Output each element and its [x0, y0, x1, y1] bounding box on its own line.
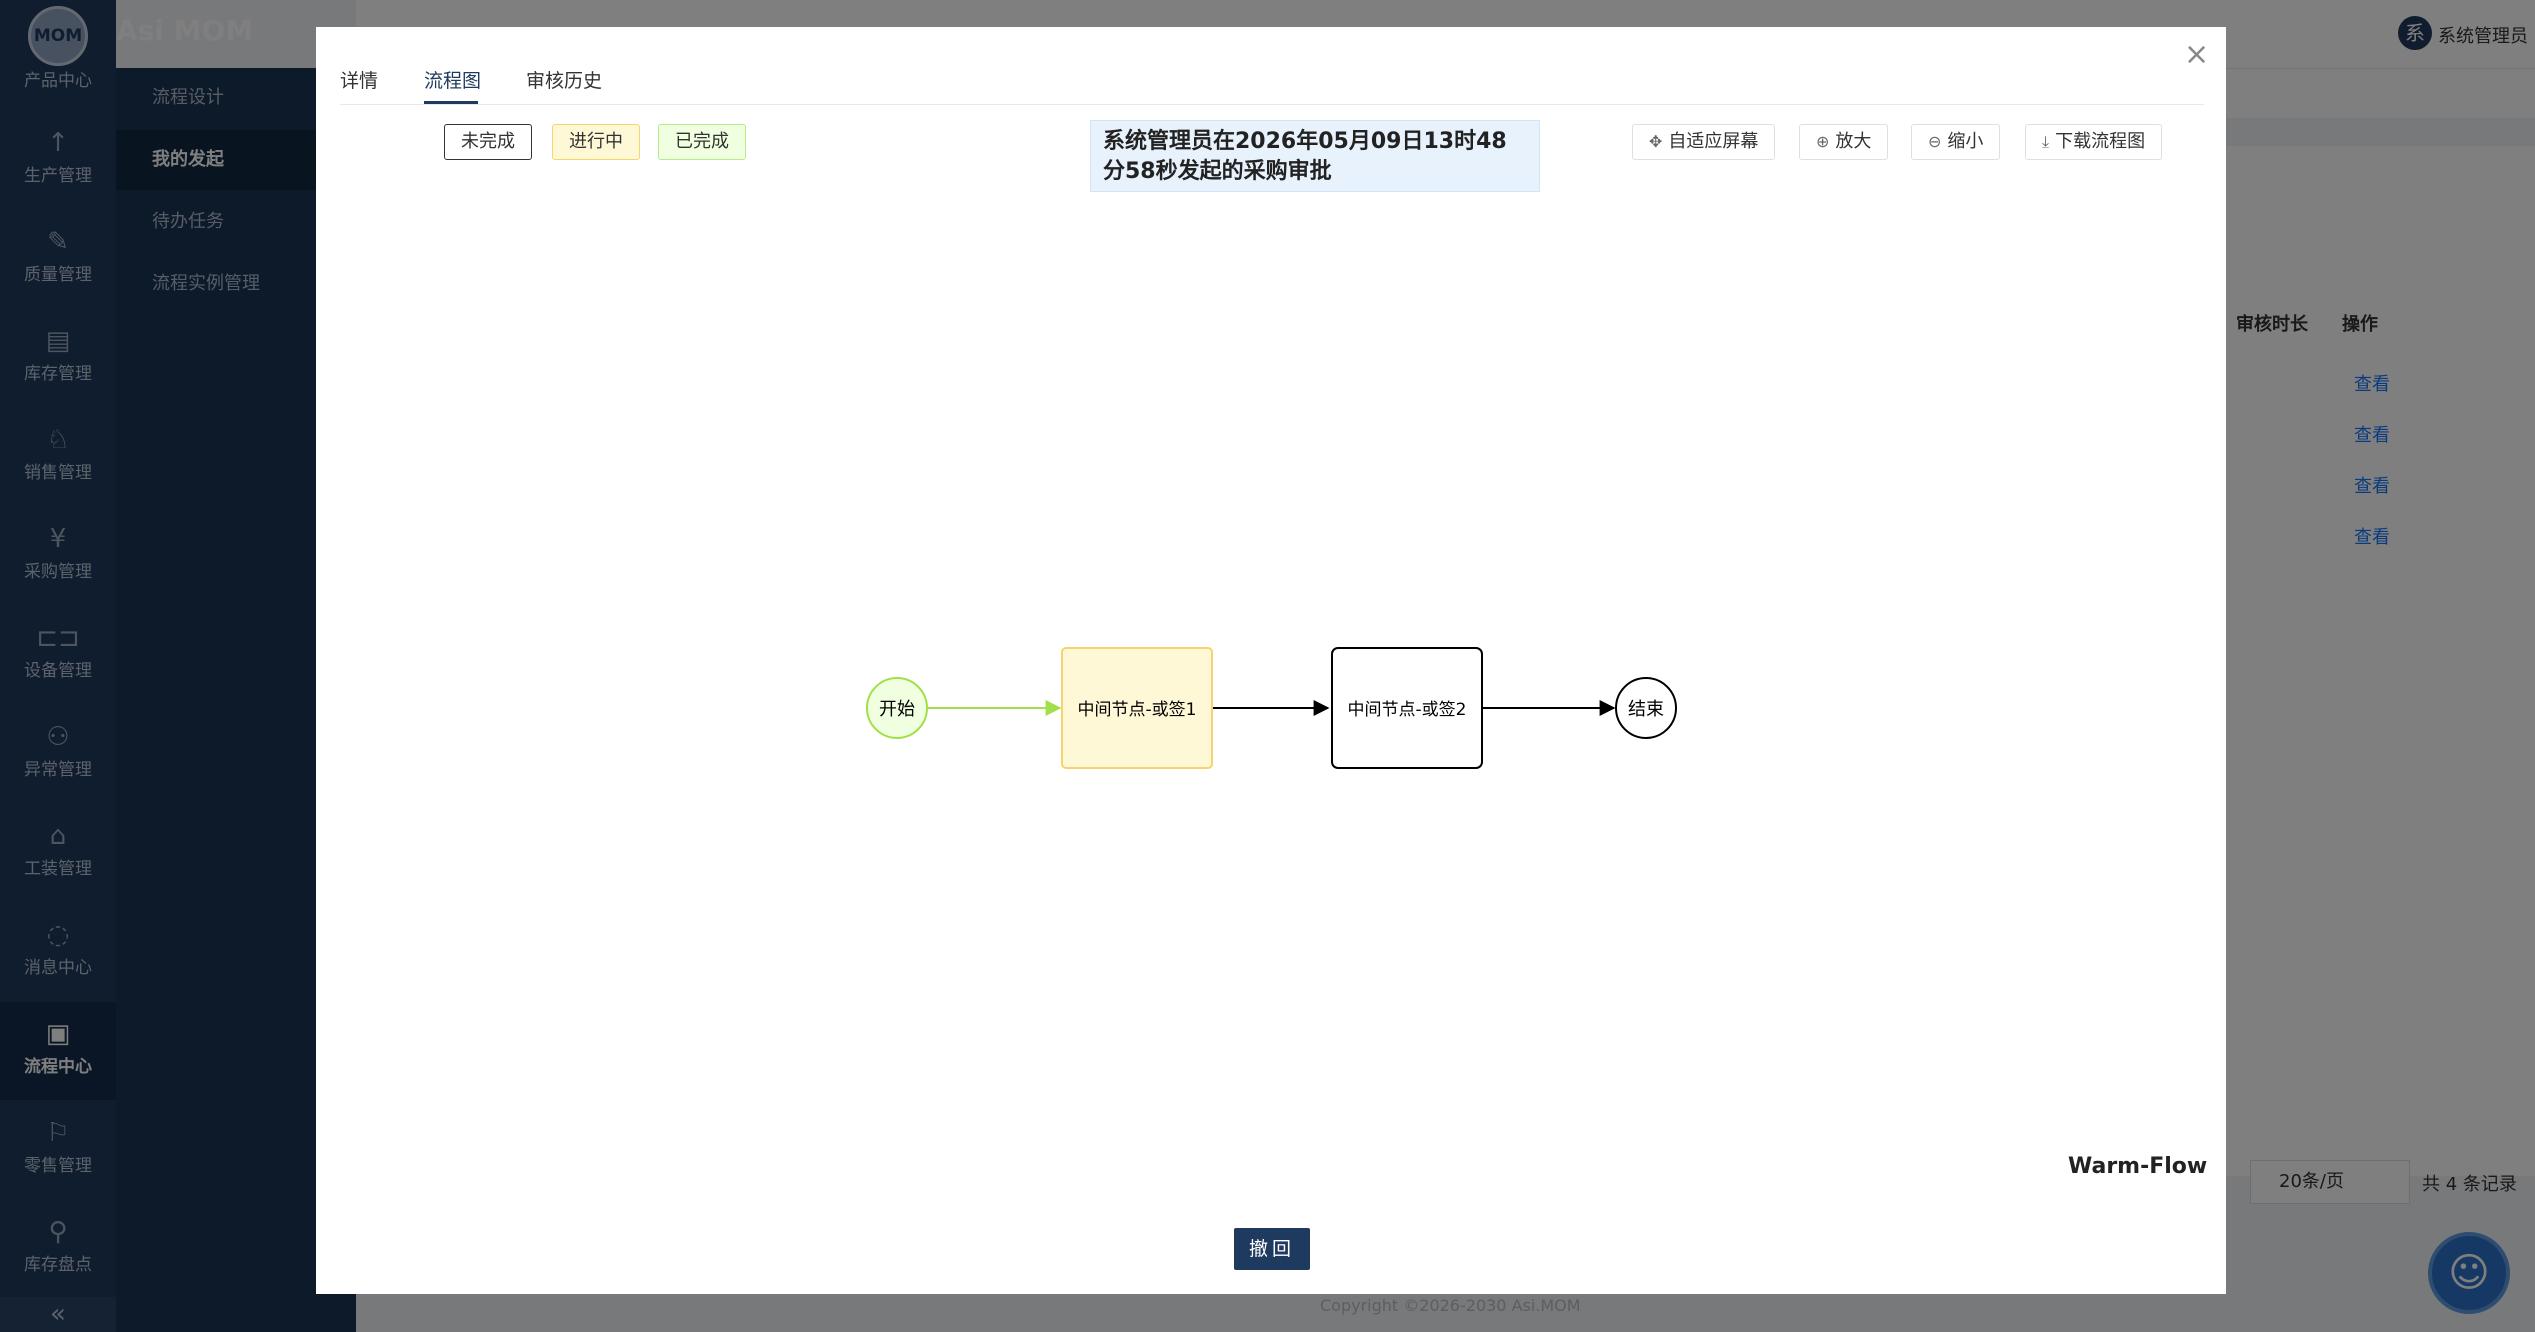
zoom-out-icon: ⊖ — [1928, 132, 1942, 151]
fit-screen-button[interactable]: ✥ 自适应屏幕 — [1632, 124, 1776, 160]
flow-dialog — [316, 27, 2226, 1294]
tab-review-history[interactable]: 审核历史 — [526, 70, 603, 92]
download-icon: ⤓ — [2042, 132, 2050, 151]
zoom-in-label: 放大 — [1835, 131, 1872, 152]
download-flowchart-button[interactable]: ⤓ 下载流程图 — [2025, 124, 2163, 160]
download-label: 下载流程图 — [2055, 131, 2146, 152]
legend-pending: 未完成 — [444, 124, 532, 160]
tab-divider — [340, 104, 2204, 105]
zoom-in-icon: ⊕ — [1816, 132, 1830, 151]
legend-in-progress: 进行中 — [552, 124, 640, 160]
warm-flow-brand: Warm-Flow — [2068, 1154, 2208, 1179]
tab-detail[interactable]: 详情 — [340, 70, 379, 92]
close-icon[interactable]: × — [2184, 37, 2210, 72]
zoom-out-label: 缩小 — [1947, 131, 1984, 152]
process-title: 系统管理员在2026年05月09日13时48分58秒发起的采购审批 — [1090, 120, 1540, 192]
end-node-label: 结束 — [1628, 699, 1664, 720]
move-icon: ✥ — [1649, 132, 1663, 151]
legend-done: 已完成 — [658, 124, 746, 160]
flow-canvas: 开始 中间节点-或签1 中间节点-或签2 结束 — [866, 647, 1677, 769]
fit-screen-label: 自适应屏幕 — [1668, 131, 1759, 152]
node2-label: 中间节点-或签2 — [1348, 700, 1467, 720]
zoom-in-button[interactable]: ⊕ 放大 — [1799, 124, 1889, 160]
node-or-sign-2[interactable]: 中间节点-或签2 — [1331, 647, 1483, 769]
start-node-label: 开始 — [879, 699, 915, 720]
tab-flowchart[interactable]: 流程图 — [424, 70, 482, 92]
zoom-out-button[interactable]: ⊖ 缩小 — [1911, 124, 2001, 160]
node1-label: 中间节点-或签1 — [1078, 700, 1197, 720]
node-or-sign-1[interactable]: 中间节点-或签1 — [1061, 647, 1213, 769]
start-node[interactable]: 开始 — [866, 677, 928, 739]
active-tab-indicator — [424, 101, 478, 104]
revoke-button[interactable]: 撤回 — [1234, 1228, 1310, 1270]
end-node[interactable]: 结束 — [1615, 677, 1677, 739]
